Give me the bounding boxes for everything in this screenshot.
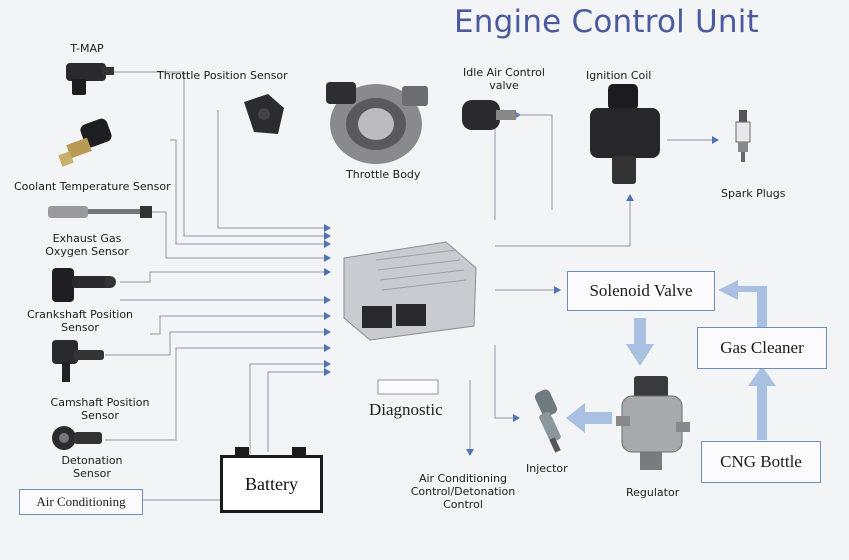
label-idle-air-2: valve xyxy=(489,79,519,92)
injector-icon xyxy=(534,389,561,453)
coolant-temperature-sensor-icon xyxy=(58,118,112,167)
cng-bottle-box: CNG Bottle xyxy=(701,441,821,483)
label-coolant-temperature-sensor: Coolant Temperature Sensor xyxy=(14,180,171,193)
camshaft-sensor-icon xyxy=(52,340,104,382)
label-exhaust-gas-1: Exhaust Gas xyxy=(52,232,122,245)
label-exhaust-gas-2: Oxygen Sensor xyxy=(45,245,129,258)
label-detonation-2: Sensor xyxy=(73,467,111,480)
wire-crankshaft xyxy=(120,268,331,283)
battery-box: Battery xyxy=(220,455,323,513)
tmap-sensor-icon xyxy=(66,63,114,95)
label-crankshaft-2: Sensor xyxy=(61,321,99,334)
label-throttle-body: Throttle Body xyxy=(346,168,421,181)
wire-coolant xyxy=(170,139,331,248)
air-conditioning-box: Air Conditioning xyxy=(19,489,143,515)
label-diagnostic: Diagnostic xyxy=(369,400,443,419)
exhaust-gas-sensor-icon xyxy=(48,206,152,218)
wire-throttle-position xyxy=(217,110,331,232)
label-crankshaft-1: Crankshaft Position xyxy=(26,308,134,321)
label-idle-air-1: Idle Air Control xyxy=(463,66,545,79)
throttle-position-sensor-icon xyxy=(244,94,284,134)
label-ac-control-2: Control/Detonation xyxy=(410,485,516,498)
wire-camshaft xyxy=(150,312,331,335)
label-regulator: Regulator xyxy=(626,486,680,499)
label-solenoid-valve: Solenoid Valve xyxy=(589,281,693,300)
idle-air-valve-icon xyxy=(462,100,516,130)
label-cng-bottle: CNG Bottle xyxy=(720,452,802,471)
arrow-cng-to-cleaner xyxy=(748,366,776,440)
detonation-sensor-icon xyxy=(52,426,102,450)
wire-ignition xyxy=(495,194,634,247)
spark-plug-icon xyxy=(735,110,751,162)
wire-battery xyxy=(267,368,331,452)
battery-terminal-right xyxy=(292,447,306,455)
battery-label: Battery xyxy=(245,473,298,494)
label-detonation-1: Detonation xyxy=(61,454,123,467)
wire-injector xyxy=(494,345,520,422)
label-ignition-coil: Ignition Coil xyxy=(586,69,652,82)
regulator-icon xyxy=(616,376,690,470)
label-camshaft-1: Camshaft Position xyxy=(50,396,150,409)
gas-cleaner-box: Gas Cleaner xyxy=(697,327,827,369)
label-tmap: T-MAP xyxy=(70,42,104,55)
wire-air-conditioning xyxy=(142,360,331,501)
wire-detonation xyxy=(105,344,331,441)
label-ac-control-3: Control xyxy=(443,498,483,511)
ecu-icon xyxy=(343,241,477,341)
battery-terminal-left xyxy=(235,447,249,455)
label-air-conditioning: Air Conditioning xyxy=(36,494,126,509)
arrow-regulator-to-injector xyxy=(566,403,612,433)
wire-tmap xyxy=(113,71,331,240)
solenoid-valve-box: Solenoid Valve xyxy=(567,271,715,311)
label-ac-control-1: Air Conditioning xyxy=(418,472,508,485)
arrow-cleaner-to-solenoid xyxy=(718,280,767,328)
label-spark-plugs: Spark Plugs xyxy=(721,187,786,200)
label-gas-cleaner: Gas Cleaner xyxy=(720,338,804,357)
label-camshaft-2: Sensor xyxy=(81,409,119,422)
ignition-coil-icon xyxy=(590,84,660,184)
diagram-title: Engine Control Unit xyxy=(454,4,759,40)
label-throttle-position-sensor: Throttle Position Sensor xyxy=(157,69,288,82)
arrow-solenoid-to-regulator xyxy=(626,318,654,366)
throttle-body-icon xyxy=(326,82,428,164)
crankshaft-sensor-icon xyxy=(52,268,116,302)
label-injector: Injector xyxy=(526,462,568,475)
